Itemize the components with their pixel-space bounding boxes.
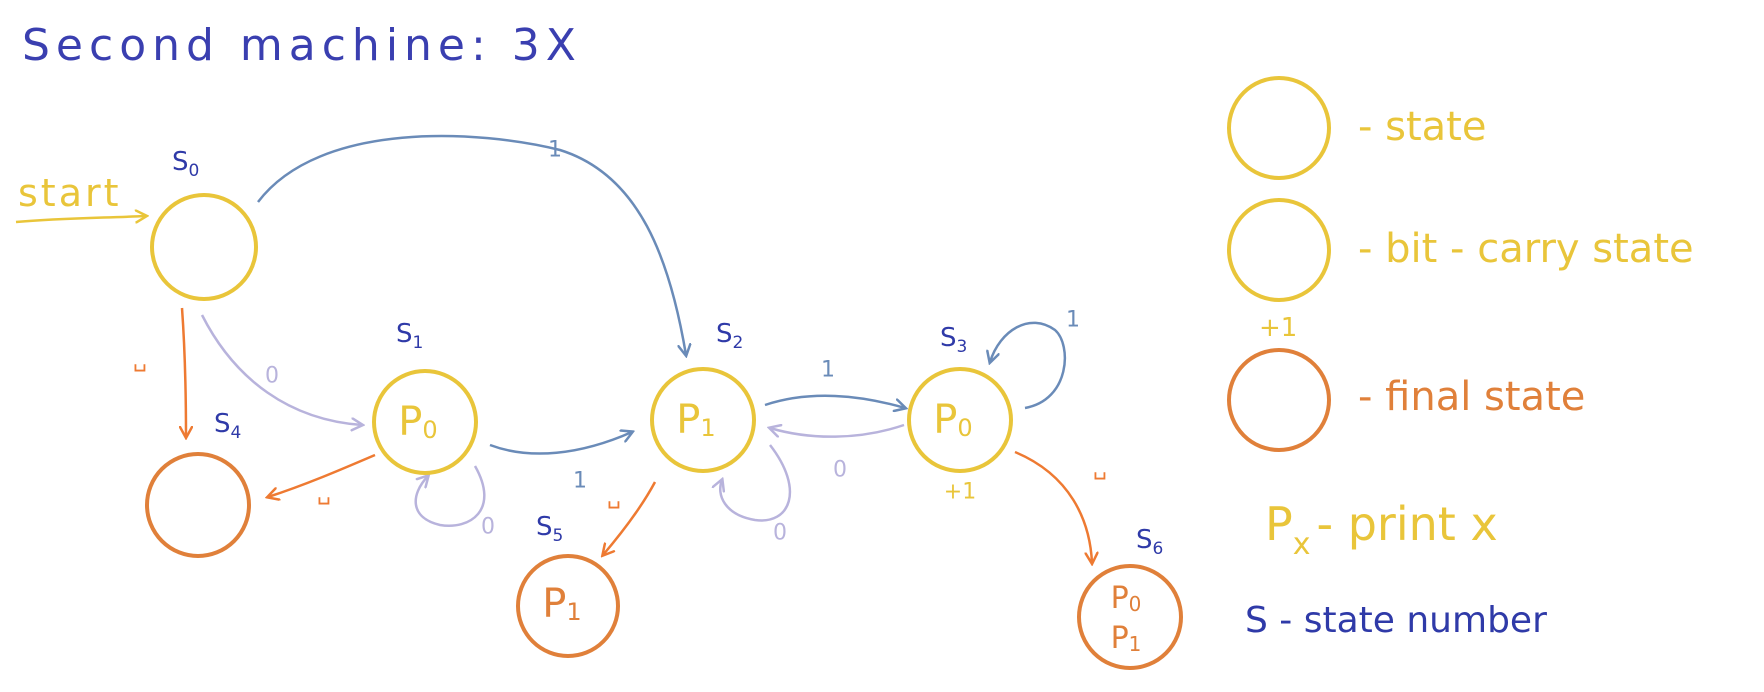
- state-s2-print: P1: [676, 397, 715, 443]
- state-s2: S2 P1: [650, 319, 756, 473]
- edge-s3-loop: [990, 321, 1067, 410]
- edge-label-s0-s4: ␣: [133, 348, 147, 373]
- state-label-s4: S4: [214, 409, 241, 443]
- state-s3-carry-note: +1: [944, 480, 976, 505]
- state-label-s3: S3: [940, 323, 967, 357]
- edge-s2-s3: [764, 394, 905, 408]
- edge-label-s2-s3: 1: [821, 358, 835, 383]
- state-s1-print: P0: [398, 399, 437, 445]
- edge-s2-s5: [603, 481, 657, 555]
- edge-s1-loop: [414, 465, 486, 527]
- state-s4: S4: [145, 409, 251, 558]
- state-s1: S1 P0: [372, 319, 478, 475]
- edge-label-s1-s4: ␣: [317, 481, 331, 506]
- edge-label-s1-loop: 0: [481, 515, 495, 540]
- legend-bit-carry: - bit - carry state +1: [1227, 198, 1694, 343]
- legend-state-text: - state: [1358, 104, 1486, 150]
- state-label-s5: S5: [536, 512, 563, 546]
- state-label-s6: S6: [1136, 525, 1163, 559]
- legend-final-text: - final state: [1358, 374, 1585, 420]
- legend-print: Px- print x: [1265, 497, 1498, 562]
- state-s6: S6 P0 P1: [1077, 525, 1183, 670]
- edge-s0-s2: [257, 134, 686, 355]
- edge-label-s0-s1: 0: [265, 364, 279, 389]
- edge-label-s2-s5: ␣: [607, 485, 621, 510]
- edge-s0-s4: [182, 307, 186, 437]
- legend: - state - bit - carry state +1 - final s…: [1227, 76, 1694, 641]
- state-s6-print-2: P1: [1111, 621, 1142, 657]
- legend-print-text: Px- print x: [1265, 497, 1498, 562]
- start-label: start: [18, 171, 122, 215]
- state-s0: S0: [150, 147, 258, 301]
- state-label-s2: S2: [716, 319, 743, 353]
- legend-state-number: S - state number: [1245, 600, 1547, 641]
- edge-label-s3-s2: 0: [833, 458, 847, 483]
- edge-s3-s6: [1014, 450, 1092, 563]
- start-arrow: [15, 216, 146, 222]
- state-label-s1: S1: [396, 319, 423, 353]
- edge-s0-s1: [200, 314, 362, 425]
- state-label-s0: S0: [172, 147, 199, 181]
- state-s3: S3 P0 +1: [907, 323, 1013, 505]
- edge-s2-loop: [720, 444, 792, 522]
- edge-s3-s2: [770, 423, 905, 438]
- edge-label-s3-s6: ␣: [1093, 456, 1107, 481]
- state-s5: S5 P1: [516, 512, 620, 658]
- legend-bit-carry-note: +1: [1259, 313, 1297, 343]
- state-s3-print: P0: [933, 397, 972, 443]
- legend-final: - final state: [1227, 348, 1585, 452]
- edge-s1-s4: [268, 453, 376, 497]
- edge-s1-s2: [489, 432, 632, 455]
- state-s5-print: P1: [542, 581, 581, 627]
- edge-label-s3-loop: 1: [1066, 308, 1080, 333]
- edge-label-s0-s2: 1: [548, 138, 562, 163]
- legend-bit-carry-text: - bit - carry state: [1358, 226, 1694, 272]
- legend-state-number-text: S - state number: [1245, 600, 1547, 641]
- legend-state: - state: [1227, 76, 1486, 180]
- edge-label-s2-loop: 0: [773, 521, 787, 546]
- edge-label-s1-s2: 1: [573, 469, 587, 494]
- state-s6-print-1: P0: [1111, 581, 1142, 617]
- diagram-title: Second machine: 3X: [22, 20, 582, 71]
